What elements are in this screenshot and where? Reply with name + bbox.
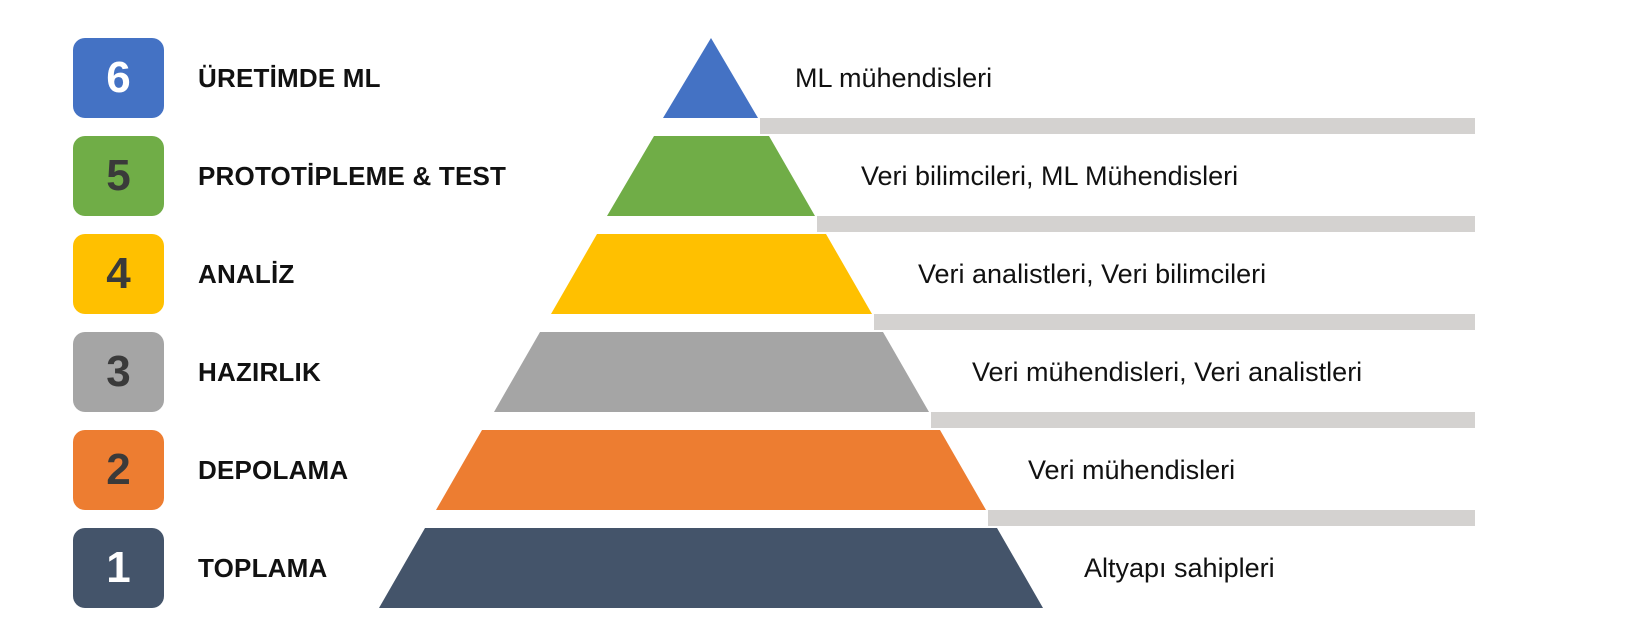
stage-title-5: PROTOTİPLEME & TEST [198,160,507,191]
pyramid-layer-2 [436,430,986,510]
stage-number-badge-2: 2 [73,430,164,510]
stage-title-2: DEPOLAMA [198,454,349,485]
stage-title-4: ANALİZ [198,258,295,289]
separator-bar [817,216,1475,232]
stage-number-badge-5: 5 [73,136,164,216]
stage-title-6: ÜRETİMDE ML [198,62,381,93]
pyramid-layer-6 [663,38,758,118]
stage-roles-5: Veri bilimcileri, ML Mühendisleri [861,160,1239,191]
stage-number-badge-4: 4 [73,234,164,314]
separator-bar [760,118,1475,134]
stage-roles-4: Veri analistleri, Veri bilimcileri [918,258,1267,289]
stage-number-badge-3: 3 [73,332,164,412]
stage-roles-6: ML mühendisleri [795,62,993,93]
stage-number-badge-1: 1 [73,528,164,608]
separator-bar [931,412,1475,428]
pyramid-layer-3 [494,332,929,412]
stage-roles-2: Veri mühendisleri [1028,454,1236,485]
stage-roles-1: Altyapı sahipleri [1084,552,1275,583]
pyramid-layer-4 [551,234,872,314]
stage-title-3: HAZIRLIK [198,356,321,387]
stage-number-badge-6: 6 [73,38,164,118]
separator-bar [988,510,1475,526]
stage-title-1: TOPLAMA [198,552,328,583]
stage-roles-3: Veri mühendisleri, Veri analistleri [972,356,1363,387]
pyramid-layer-1 [379,528,1043,608]
pyramid-layer-5 [607,136,815,216]
separator-bar [874,314,1475,330]
